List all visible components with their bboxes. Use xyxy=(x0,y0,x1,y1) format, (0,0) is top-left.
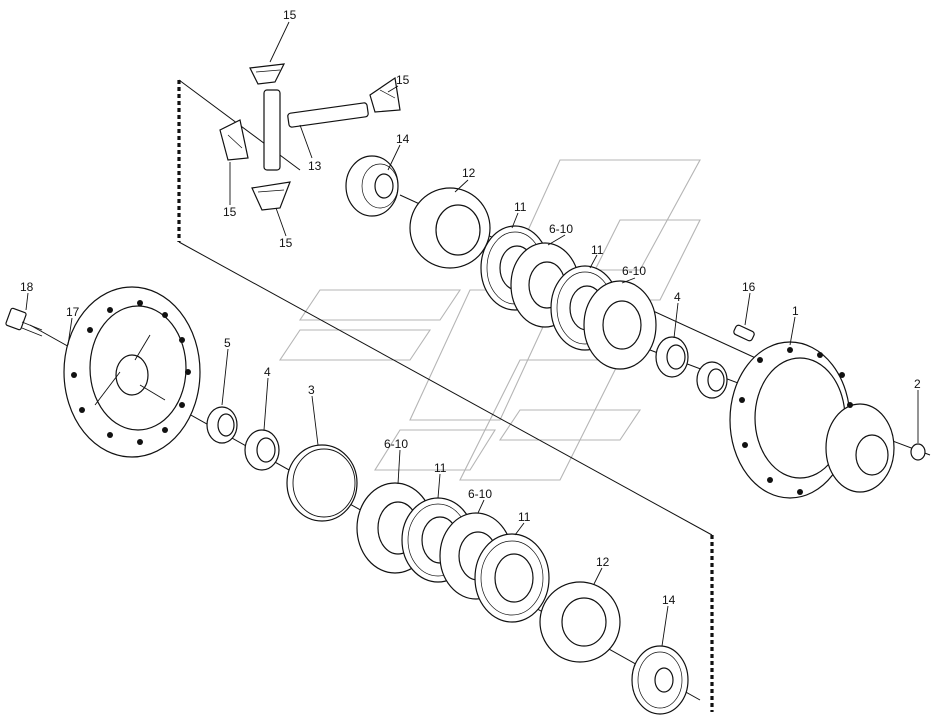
callout-15-bottom: 15 xyxy=(279,236,293,250)
part-side-gear-14-upper xyxy=(345,155,399,217)
part-spider-shaft xyxy=(263,89,369,171)
callout-16: 16 xyxy=(742,280,756,294)
callout-12-upper: 12 xyxy=(462,166,476,180)
callout-6-10-upper-1: 6-10 xyxy=(549,222,573,236)
callout-12-lower: 12 xyxy=(596,555,610,569)
part-washer-4-left xyxy=(244,429,280,471)
leader-lines xyxy=(25,21,919,647)
callout-14-lower: 14 xyxy=(662,593,676,607)
part-snap-ring xyxy=(286,444,358,522)
part-pin xyxy=(733,324,755,342)
part-differential-housing xyxy=(729,341,895,499)
callout-11-lower-1: 11 xyxy=(434,461,447,475)
part-side-gear-14-lower xyxy=(631,645,689,715)
assembly-bracket xyxy=(177,79,714,712)
callout-18: 18 xyxy=(20,280,34,294)
part-ring-12-lower xyxy=(539,581,621,663)
callout-labels: 15 15 13 14 15 15 12 11 6-10 11 6-10 4 1… xyxy=(20,8,921,607)
part-pinion-15-left xyxy=(219,119,249,161)
callout-6-10-lower-1: 6-10 xyxy=(384,437,408,451)
part-washer-5-left xyxy=(206,406,238,444)
callout-11-lower-2: 11 xyxy=(518,510,531,524)
callout-15-right: 15 xyxy=(396,73,410,87)
part-disc-6-10-upper-2 xyxy=(583,280,657,370)
part-pinion-15-top xyxy=(249,63,286,85)
part-nut xyxy=(910,443,926,461)
callout-17: 17 xyxy=(66,305,80,319)
part-bolt xyxy=(5,307,43,337)
callout-4-right: 4 xyxy=(674,290,681,304)
part-washer-4-right xyxy=(655,336,689,378)
callout-15-top: 15 xyxy=(283,8,297,22)
callout-14-upper: 14 xyxy=(396,132,410,146)
callout-3: 3 xyxy=(308,383,315,397)
callout-4-left: 4 xyxy=(264,365,271,379)
part-washer-5-right xyxy=(696,361,728,399)
callout-15-left: 15 xyxy=(223,205,237,219)
part-disc-11-lower-2 xyxy=(474,533,550,623)
callout-6-10-upper-2: 6-10 xyxy=(622,264,646,278)
callout-1: 1 xyxy=(792,304,799,318)
callout-11-upper-2: 11 xyxy=(591,243,604,257)
part-ring-12-upper xyxy=(409,187,491,269)
part-flange xyxy=(63,286,201,458)
callout-13: 13 xyxy=(308,159,322,173)
callout-2: 2 xyxy=(914,377,921,391)
callout-5: 5 xyxy=(224,336,231,350)
callout-6-10-lower-2: 6-10 xyxy=(468,487,492,501)
callout-11-upper-1: 11 xyxy=(514,200,527,214)
part-pinion-15-bottom xyxy=(251,181,291,211)
part-pinion-15-right xyxy=(369,76,401,113)
